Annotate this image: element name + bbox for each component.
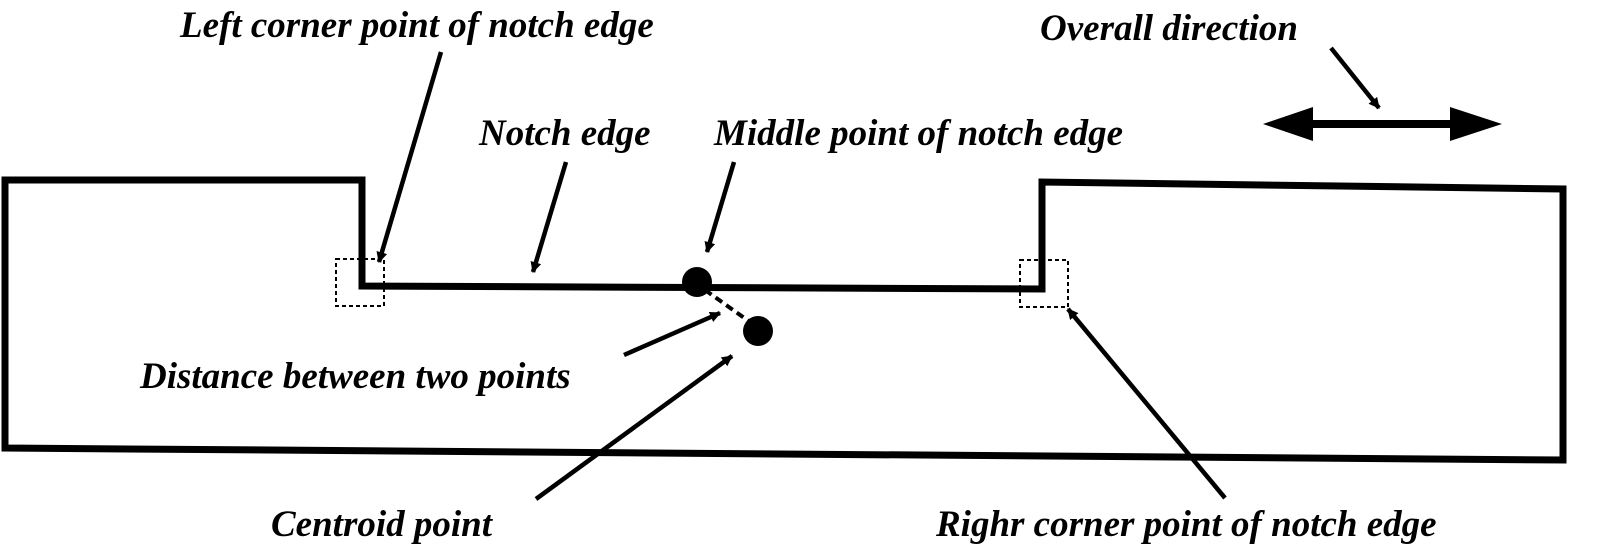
- right-corner-box: [1019, 259, 1069, 308]
- distance-label: Distance between two points: [139, 356, 571, 397]
- overall-direction-pointer: [1329, 46, 1381, 110]
- centroid-point-dot: [743, 316, 773, 346]
- middle-point-dot: [682, 267, 712, 297]
- left-corner-label: Left corner point of notch edge: [179, 5, 654, 46]
- notch-edge-label: Notch edge: [478, 113, 651, 154]
- double-arrow-icon: [1263, 107, 1502, 141]
- centroid-arrow: [534, 354, 734, 501]
- centroid-label: Centroid point: [271, 504, 494, 545]
- distance-dashed-line: [703, 288, 752, 324]
- notch-edge-arrow: [530, 161, 569, 274]
- middle-point-arrow: [704, 161, 737, 254]
- right-corner-label: Righr corner point of notch edge: [935, 504, 1437, 545]
- right-corner-arrow: [1066, 307, 1227, 500]
- middle-point-label: Middle point of notch edge: [713, 113, 1123, 154]
- left-corner-box: [335, 258, 385, 307]
- distance-arrow: [623, 310, 722, 358]
- left-corner-arrow: [376, 51, 444, 264]
- overall-direction-label: Overall direction: [1040, 8, 1298, 49]
- part-outline: [1, 176, 1567, 464]
